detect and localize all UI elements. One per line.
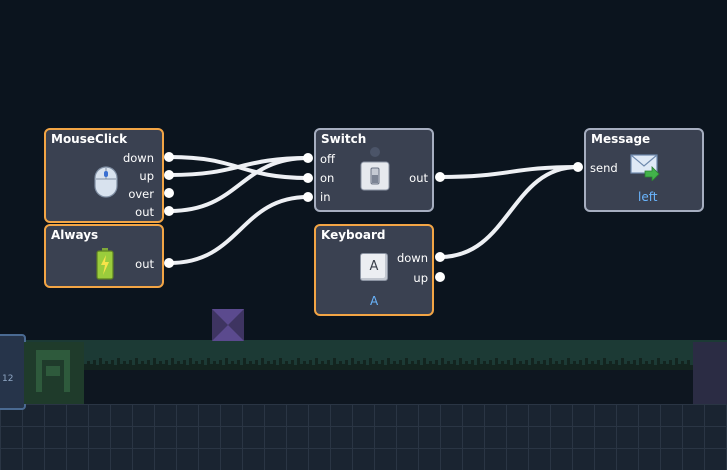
port-keyboard-down[interactable] bbox=[435, 252, 445, 262]
blue-block-sprite: 12 bbox=[0, 334, 26, 410]
wire-mouseclick-up-to-switch-off bbox=[168, 156, 310, 177]
grass-tiles bbox=[0, 356, 727, 372]
port-message-send[interactable] bbox=[573, 162, 583, 172]
floor-tiles bbox=[0, 404, 727, 470]
port-mouseclick-up[interactable] bbox=[164, 170, 174, 180]
block-number: 12 bbox=[2, 374, 14, 384]
message-value: left bbox=[638, 190, 658, 204]
always-node[interactable]: Always out bbox=[44, 224, 164, 288]
port-switch-in[interactable] bbox=[303, 192, 313, 202]
port-switch-off[interactable] bbox=[303, 153, 313, 163]
port-mouseclick-over[interactable] bbox=[164, 188, 174, 198]
port-label-up: up bbox=[139, 169, 154, 183]
port-always-out[interactable] bbox=[164, 258, 174, 268]
mouse-icon bbox=[94, 166, 118, 198]
message-node[interactable]: Message send left bbox=[584, 128, 704, 212]
port-label-off: off bbox=[320, 152, 335, 166]
port-label-out: out bbox=[135, 205, 154, 219]
key-cap-label: A bbox=[369, 259, 379, 274]
switch-node[interactable]: Switch off on in out bbox=[314, 128, 434, 212]
port-label-up: up bbox=[413, 271, 428, 285]
purple-spike-sprite bbox=[212, 309, 244, 341]
envelope-icon bbox=[630, 154, 660, 181]
toggle-switch-icon bbox=[360, 147, 390, 191]
wire-mouseclick-out-to-switch-off bbox=[168, 156, 310, 213]
port-mouseclick-down[interactable] bbox=[164, 152, 174, 162]
port-label-out: out bbox=[135, 257, 154, 271]
right-edge-sprite bbox=[693, 342, 727, 404]
node-title: Switch bbox=[321, 132, 367, 146]
port-label-send: send bbox=[590, 161, 618, 175]
node-title: Always bbox=[51, 228, 99, 242]
wire-always-out-to-switch-in bbox=[168, 195, 310, 265]
green-door-sprite bbox=[24, 342, 84, 404]
port-keyboard-up[interactable] bbox=[435, 272, 445, 282]
ground-shadow bbox=[0, 370, 727, 404]
port-label-over: over bbox=[128, 187, 154, 201]
port-switch-out[interactable] bbox=[435, 172, 445, 182]
node-title: Message bbox=[591, 132, 651, 146]
port-label-down: down bbox=[396, 251, 428, 265]
keyboard-node[interactable]: Keyboard A A down up bbox=[314, 224, 434, 316]
battery-icon bbox=[96, 248, 114, 280]
node-title: MouseClick bbox=[51, 132, 128, 146]
port-mouseclick-out[interactable] bbox=[164, 206, 174, 216]
port-label-on: on bbox=[320, 171, 335, 185]
port-switch-on[interactable] bbox=[303, 173, 313, 183]
mouseclick-node[interactable]: MouseClick down up over out bbox=[44, 128, 164, 223]
port-label-in: in bbox=[320, 190, 331, 204]
key-value: A bbox=[370, 294, 379, 308]
key-icon: A bbox=[360, 253, 388, 281]
port-label-out: out bbox=[409, 171, 428, 185]
wire-switch-out-to-message-send bbox=[438, 165, 580, 179]
wire-mouseclick-down-to-switch-on bbox=[168, 155, 310, 180]
wire-keyboard-down-to-message-send bbox=[438, 165, 580, 259]
node-title: Keyboard bbox=[321, 228, 386, 242]
port-label-down: down bbox=[122, 151, 154, 165]
